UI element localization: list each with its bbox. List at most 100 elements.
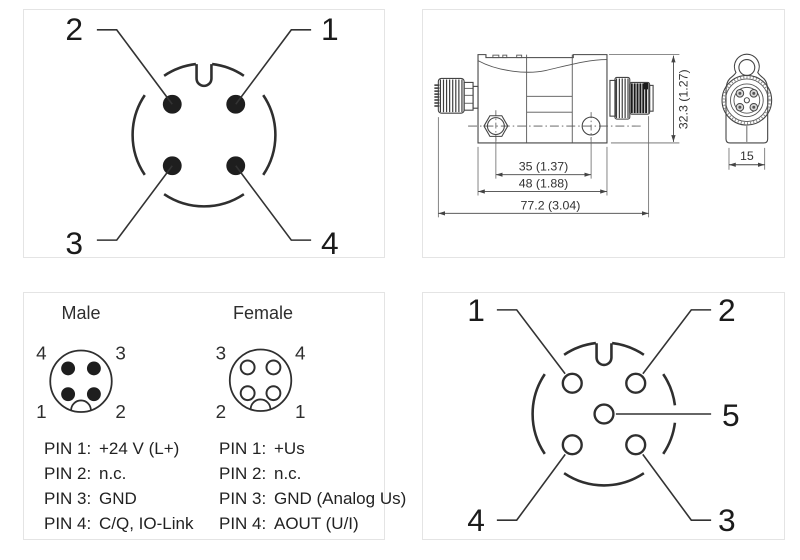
pin-1-label: 1 [467, 293, 485, 328]
device-body-side-view [477, 54, 608, 144]
pin-1 [561, 372, 583, 394]
pin-function: GND (Analog Us) [274, 489, 407, 508]
male-connector-face: 4 3 1 2 [36, 342, 126, 422]
table-row: PIN 1: +Us [219, 436, 406, 461]
keyway-notch [70, 399, 92, 411]
male-pin-table: PIN 1: +24 V (L+) PIN 2: n.c. PIN 3: GND PI… [44, 436, 193, 536]
pin-1-label: 1 [321, 11, 339, 47]
coupling-nut [434, 77, 479, 114]
male-title: Male [61, 303, 101, 323]
connector-face-5pin-diagram: 1 2 4 3 5 [467, 293, 740, 538]
female-pin-1 [265, 385, 282, 402]
male-pin-2-label: 2 [115, 401, 125, 422]
female-title: Female [232, 303, 294, 323]
dim-body-length: 48 (1.88) [477, 146, 608, 196]
pin-number: PIN 3: [44, 489, 92, 508]
dim-total-length: 77.2 (3.04) [437, 116, 650, 218]
mounting-holes [483, 115, 601, 137]
female-pin-2-label: 2 [216, 401, 226, 422]
pin-number: PIN 1: [44, 439, 92, 458]
pin-number: PIN 4: [219, 514, 267, 533]
panel-pin-assignment: Male Female 4 3 1 2 [23, 292, 406, 540]
panel-connector-face-4pin: 2 1 3 4 [23, 9, 385, 258]
pin-2-label: 2 [718, 293, 736, 328]
m12-male-connector [609, 76, 654, 120]
male-pin-4 [61, 361, 76, 376]
knurl-ring [722, 76, 771, 125]
pin-5 [593, 403, 615, 425]
female-pin-table: PIN 1: +Us PIN 2: n.c. PIN 3: GND (Analog U… [219, 436, 406, 536]
male-pin-4-label: 4 [36, 342, 46, 363]
pins [561, 372, 647, 456]
connector-circle [531, 341, 677, 487]
dim-width: 15 [728, 147, 766, 170]
female-pin-3 [239, 359, 256, 376]
table-row: PIN 2: n.c. [219, 461, 406, 486]
leader-lines [496, 309, 712, 521]
table-row: PIN 2: n.c. [44, 461, 193, 486]
female-pin-4 [265, 359, 282, 376]
table-row: PIN 1: +24 V (L+) [44, 436, 193, 461]
female-pin-3-label: 3 [216, 342, 226, 363]
table-row: PIN 4: C/Q, IO-Link [44, 511, 193, 536]
pin-2 [625, 372, 647, 394]
male-pin-1 [61, 387, 76, 402]
pin-assignment-faces: 4 3 1 2 3 4 2 1 [36, 342, 306, 422]
male-pin-1-label: 1 [36, 401, 46, 422]
pin-number: PIN 2: [219, 464, 267, 483]
pin-number: PIN 1: [219, 439, 267, 458]
male-pin-3-label: 3 [115, 342, 125, 363]
pin-4-label: 4 [467, 502, 485, 538]
female-pin-2 [239, 385, 256, 402]
keyway-notch [195, 64, 213, 88]
top-slot-mark [502, 54, 508, 59]
pin-number: PIN 2: [44, 464, 92, 483]
female-connector-face: 3 4 2 1 [216, 342, 306, 422]
pins [162, 94, 246, 176]
pin-function: +Us [274, 439, 305, 458]
dimension-drawing: 35 (1.37) 48 (1.88) 77.2 (3.04) [434, 53, 773, 218]
pin-function: AOUT (U/I) [274, 514, 359, 533]
pin-5-label: 5 [722, 397, 740, 433]
connector-circle [131, 62, 277, 208]
pin-4-label: 4 [321, 225, 339, 257]
female-pin-4-label: 4 [295, 342, 305, 363]
mounting-eye-hole [738, 59, 756, 77]
pin-3-label: 3 [718, 502, 736, 538]
end-view-pins [735, 89, 759, 112]
pin-function: +24 V (L+) [99, 439, 180, 458]
pin-function: C/Q, IO-Link [99, 514, 194, 533]
male-pin-2 [86, 387, 101, 402]
leader-lines [96, 29, 312, 241]
thread-keyway-mark [643, 82, 649, 90]
pin-4 [561, 434, 583, 456]
connector-face-4pin-diagram: 2 1 3 4 [65, 11, 339, 257]
dim-hole-pitch-label: 35 (1.37) [519, 160, 569, 174]
pin-3-label: 3 [65, 225, 83, 257]
table-row: PIN 3: GND [44, 486, 193, 511]
keyway-notch [595, 343, 613, 367]
pin-function: n.c. [99, 464, 127, 483]
dim-hole-pitch: 35 (1.37) [495, 137, 592, 179]
dim-height: 32.3 (1.27) [608, 54, 690, 144]
dim-body-length-label: 48 (1.88) [519, 177, 569, 191]
pin-number: PIN 4: [44, 514, 92, 533]
device-end-view: 15 [721, 53, 773, 170]
pin-function: GND [99, 489, 137, 508]
dim-height-label: 32.3 (1.27) [676, 69, 690, 129]
panel-dimension-drawing: 35 (1.37) 48 (1.88) 77.2 (3.04) [422, 9, 785, 258]
panel-connector-face-5pin: 1 2 4 3 5 [422, 292, 785, 540]
top-slot-mark [516, 54, 523, 59]
pin-function: n.c. [274, 464, 302, 483]
female-pin-1-label: 1 [295, 401, 305, 422]
hex-boss [483, 115, 509, 137]
pin-3 [625, 434, 647, 456]
dim-total-length-label: 77.2 (3.04) [521, 198, 581, 212]
dim-width-label: 15 [740, 149, 754, 163]
pin-number: PIN 3: [219, 489, 267, 508]
pin-2-label: 2 [65, 11, 83, 47]
table-row: PIN 3: GND (Analog Us) [219, 486, 406, 511]
table-row: PIN 4: AOUT (U/I) [219, 511, 406, 536]
male-pin-3 [86, 361, 101, 376]
